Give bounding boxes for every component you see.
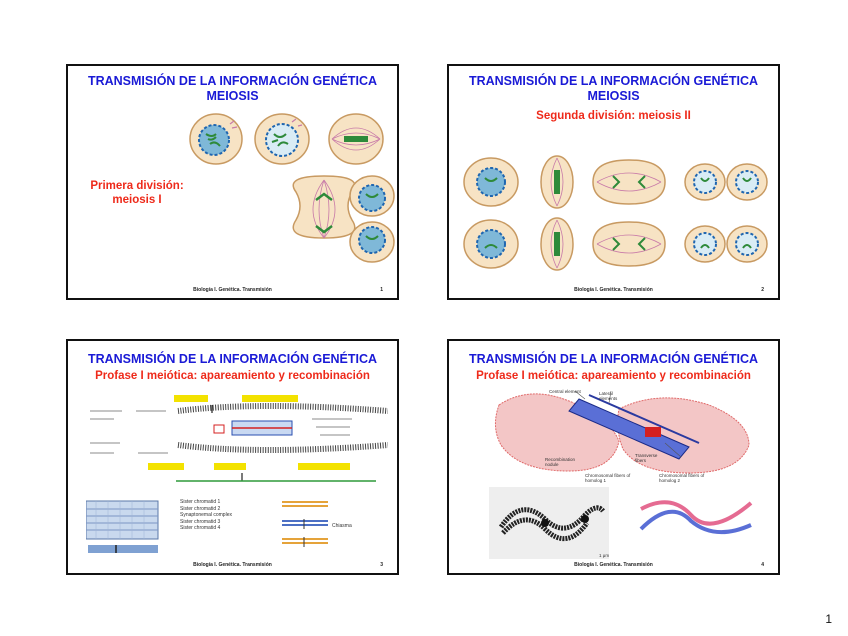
synapsis-diagram xyxy=(90,395,388,482)
label-fibers-homolog-2: Chromosomal fibers of homolog 2 xyxy=(659,473,705,483)
slide-1-title-line1: TRANSMISIÓN DE LA INFORMACIÓN GENÉTICA xyxy=(87,74,378,88)
slide-1: TRANSMISIÓN DE LA INFORMACIÓN GENÉTICA M… xyxy=(66,64,399,300)
cell-prophase-i xyxy=(189,113,243,165)
slide-2-subtitle: Segunda división: meiosis II xyxy=(536,110,691,122)
slide-1-footer: Biología I. Genética. Transmisión xyxy=(193,287,272,293)
slide-2-number: 2 xyxy=(761,287,764,293)
label-transverse-fibers: Transverse fibers xyxy=(635,453,658,463)
page-number: 1 xyxy=(825,612,832,626)
slide-1-number: 1 xyxy=(380,287,383,293)
slide-4: TRANSMISIÓN DE LA INFORMACIÓN GENÉTICA P… xyxy=(447,339,780,575)
scale-bar-label: 1 μm xyxy=(599,553,610,558)
label-sister-chromatid-3: Sister chromatid 3 xyxy=(180,518,221,525)
label-central-element: Central element xyxy=(549,389,581,394)
cell-anaphase-i xyxy=(292,175,356,239)
slide-4-title: TRANSMISIÓN DE LA INFORMACIÓN GENÉTICA xyxy=(468,352,759,366)
label-fibers-homolog-1: Chromosomal fibers of homolog 1 xyxy=(585,473,631,483)
crossover-diagram xyxy=(282,501,328,547)
row-bottom xyxy=(463,217,768,271)
cell-telophase-i xyxy=(349,175,395,263)
label-synaptonemal-complex: Synaptonemal complex xyxy=(180,512,232,518)
bivalent-crossover-drawing xyxy=(639,500,753,535)
label-sister-chromatid-2: Sister chromatid 2 xyxy=(180,505,221,512)
label-sister-chromatid-1: Sister chromatid 1 xyxy=(180,499,221,505)
slide-2-title-line2: MEIOSIS xyxy=(587,89,640,103)
chromatid-diagram xyxy=(86,500,159,553)
slide-3: TRANSMISIÓN DE LA INFORMACIÓN GENÉTICA P… xyxy=(66,339,399,575)
row-top xyxy=(463,155,768,209)
slide-4-number: 4 xyxy=(761,562,764,568)
meiosis-i-illustration xyxy=(189,113,395,263)
slide-1-title-line2: MEIOSIS xyxy=(206,89,259,103)
slide-2-footer: Biología I. Genética. Transmisión xyxy=(574,287,653,293)
chromatid-labels: Sister chromatid 1 Sister chromatid 2 Sy… xyxy=(180,499,232,532)
slide-3-number: 3 xyxy=(380,562,383,568)
label-sister-chromatid-4: Sister chromatid 4 xyxy=(180,525,221,531)
label-lateral-elements: Lateral elements xyxy=(599,391,618,401)
slide-2-title: TRANSMISIÓN DE LA INFORMACIÓN GENÉTICA M… xyxy=(449,74,778,104)
synaptonemal-complex-3d xyxy=(495,390,750,474)
slide-3-footer: Biología I. Genética. Transmisión xyxy=(193,562,272,568)
cell-metaphase-i xyxy=(328,113,384,165)
meiosis-ii-illustration xyxy=(463,155,768,271)
slide-3-subtitle: Profase I meiótica: apareamiento y recom… xyxy=(95,370,370,382)
label-recombination-nodule: Recombination nodule xyxy=(545,457,576,467)
chiasma-label: Chiasma xyxy=(332,523,352,529)
slide-4-subtitle: Profase I meiótica: apareamiento y recom… xyxy=(476,370,751,382)
micrograph-bivalent xyxy=(489,487,609,559)
slide-2-title-line1: TRANSMISIÓN DE LA INFORMACIÓN GENÉTICA xyxy=(468,74,759,88)
slide-2: TRANSMISIÓN DE LA INFORMACIÓN GENÉTICA M… xyxy=(447,64,780,300)
slide-1-side-line2: meiosis I xyxy=(112,194,162,206)
slide-1-title: TRANSMISIÓN DE LA INFORMACIÓN GENÉTICA M… xyxy=(68,74,397,104)
slide-3-title: TRANSMISIÓN DE LA INFORMACIÓN GENÉTICA xyxy=(87,352,378,366)
slide-1-side-line1: Primera división: xyxy=(90,180,184,192)
slide-1-side-label: Primera división: meiosis I xyxy=(82,179,192,207)
cell-prometaphase-i xyxy=(254,113,310,165)
slide-4-footer: Biología I. Genética. Transmisión xyxy=(574,562,653,568)
